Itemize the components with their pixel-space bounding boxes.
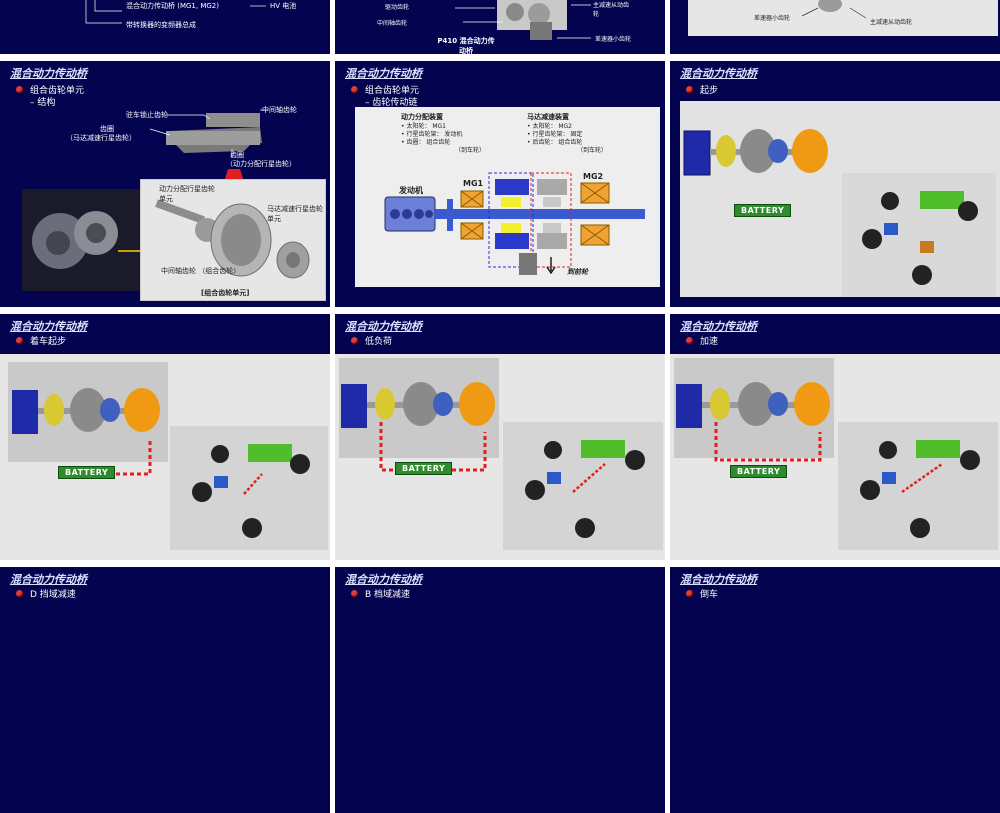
sub-item: – 结构 — [30, 98, 56, 108]
powertrain-image — [8, 362, 328, 550]
slide2-label-final: 主减速从动齿轮 — [593, 2, 630, 18]
power-split-sun: • 太阳轮： MG1 — [401, 123, 446, 130]
bullet-item: 加速 — [686, 334, 718, 347]
slide2-gear-image — [455, 0, 591, 40]
slide1-label-battery: HV 电池 — [270, 2, 297, 10]
slide-thumb-2[interactable]: 驱动齿轮 中间轴齿轮 主减速从动齿轮 差速器小齿轮 P410 混合动力传动桥 — [335, 0, 665, 54]
battery-badge: BATTERY — [730, 465, 788, 478]
slide3-label-final: 主减速从动齿轮 — [870, 19, 913, 26]
bullet-dot-icon — [16, 590, 23, 597]
power-split-carrier: • 行星齿轮架： 发动机 — [401, 131, 463, 138]
bullet-dot-icon — [686, 590, 693, 597]
bullet-item: 倒车 — [686, 587, 718, 600]
slide-thumb-11[interactable]: 混合动力传动桥 B 档域减速 — [335, 567, 665, 813]
motor-reduction-note: （到车轮） — [577, 147, 608, 154]
bullet-dot-icon — [686, 86, 693, 93]
slide-thumb-10[interactable]: 混合动力传动桥 D 挡域减速 — [0, 567, 330, 813]
slide-thumb-7[interactable]: 混合动力传动桥 着车起步 BATTERY — [0, 314, 330, 560]
gear-unit-drawing — [155, 199, 310, 279]
gear-train-diagram — [384, 172, 645, 275]
engine-label: 发动机 — [399, 186, 423, 195]
label-ring-gear: 齿圈 — [100, 125, 114, 133]
bullet-item: 低负荷 — [351, 334, 392, 347]
combined-gear-diagram — [22, 109, 268, 291]
bullet-item: 起步 — [686, 83, 718, 96]
powertrain-image — [674, 358, 998, 550]
front-wheel-label: 到前轮 — [567, 268, 588, 276]
label-motor-reduction-unit: 马达减速行星齿轮单元 — [267, 205, 323, 223]
slide-title: 混合动力传动桥 — [345, 320, 422, 333]
slide-thumb-5[interactable]: 混合动力传动桥 组合齿轮单元 – 齿轮传动链 — [335, 61, 665, 307]
slide-title: 混合动力传动桥 — [680, 573, 757, 586]
slide-title: 混合动力传动桥 — [680, 320, 757, 333]
bullet-item: D 挡域减速 — [16, 587, 76, 600]
power-split-ring: • 齿圈： 组合齿轮 — [401, 139, 451, 146]
bullet-item: B 档域减速 — [351, 587, 410, 600]
label-ring-gear-note: （马达减速行星齿轮） — [66, 134, 136, 142]
power-split-note: （到车轮） — [455, 147, 486, 154]
bullet-dot-icon — [16, 337, 23, 344]
slide1-label-inverter: 带转换器的变频器总成 — [126, 21, 196, 29]
powertrain-image — [683, 129, 996, 297]
label-ring-gear-2-note: （动力分配行星齿轮） — [226, 160, 296, 168]
slide-thumb-6[interactable]: 混合动力传动桥 起步 BATTERY — [670, 61, 1000, 307]
battery-badge: BATTERY — [58, 466, 116, 479]
bullet-item: 组合齿轮单元 — [351, 83, 419, 96]
mg1-label: MG1 — [463, 179, 484, 188]
slide-title: 混合动力传动桥 — [680, 67, 757, 80]
slide-title: 混合动力传动桥 — [10, 320, 87, 333]
slide3-gear-image — [801, 0, 867, 19]
slide3-image-panel — [688, 0, 998, 36]
slide-title: 混合动力传动桥 — [345, 67, 422, 80]
slide3-label-diffpinion: 差速器小齿轮 — [754, 15, 791, 22]
slide-thumb-9[interactable]: 混合动力传动桥 加速 BATTERY — [670, 314, 1000, 560]
slide-title: 混合动力传动桥 — [10, 67, 87, 80]
label-gear-unit: [组合齿轮单元] — [201, 289, 250, 297]
gear-train-diagram-panel: 动力分配装置 • 太阳轮： MG1 • 行星齿轮架： 发动机 • 齿圈： 组合齿… — [355, 107, 660, 287]
bullet-dot-icon — [351, 590, 358, 597]
motor-reduction-heading: 马达减速装置 — [527, 113, 569, 121]
mg2-label: MG2 — [583, 172, 604, 181]
power-split-heading: 动力分配装置 — [401, 113, 443, 121]
slide-thumb-1[interactable]: 混合动力传动桥 (MG1, MG2) HV 电池 带转换器的变频器总成 — [0, 0, 330, 54]
slide2-caption: P410 混合动力传动桥 — [437, 37, 495, 54]
motor-reduction-ring: • 后齿轮： 组合齿轮 — [527, 139, 583, 146]
bullet-dot-icon — [16, 86, 23, 93]
slide1-leader-lines — [85, 0, 266, 24]
slide1-label-transaxle: 混合动力传动桥 (MG1, MG2) — [126, 2, 219, 10]
slide2-label-drive: 驱动齿轮 — [385, 4, 410, 11]
slide-title: 混合动力传动桥 — [345, 573, 422, 586]
bullet-dot-icon — [351, 86, 358, 93]
slide-title: 混合动力传动桥 — [10, 573, 87, 586]
label-counter-drive: 中间轴齿轮 （组合齿轮） — [161, 267, 241, 275]
bullet-dot-icon — [351, 337, 358, 344]
bullet-item: 着车起步 — [16, 334, 66, 347]
slide-thumb-4[interactable]: 混合动力传动桥 组合齿轮单元 – 结构 驻车锁止齿轮 中间轴齿轮 齿圈 （马达减… — [0, 61, 330, 307]
label-counter-gear: 中间轴齿轮 — [262, 106, 297, 114]
battery-badge: BATTERY — [734, 204, 792, 217]
slide2-label-diffpinion: 差速器小齿轮 — [595, 36, 632, 43]
bullet-dot-icon — [686, 337, 693, 344]
label-power-split-unit: 动力分配行星齿轮 单元 — [159, 185, 215, 203]
slide-thumb-8[interactable]: 混合动力传动桥 低负荷 BATTERY — [335, 314, 665, 560]
powertrain-image — [339, 358, 663, 550]
slide2-label-counter: 中间轴齿轮 — [377, 20, 408, 27]
bullet-item: 组合齿轮单元 — [16, 83, 84, 96]
motor-reduction-carrier: • 行星齿轮架： 固定 — [527, 131, 583, 138]
sub-item: – 齿轮传动链 — [365, 98, 418, 108]
motor-reduction-sun: • 太阳轮： MG2 — [527, 123, 572, 130]
slide-thumb-12[interactable]: 混合动力传动桥 倒车 — [670, 567, 1000, 813]
slide-thumb-3[interactable]: 差速器小齿轮 主减速从动齿轮 — [670, 0, 1000, 54]
battery-badge: BATTERY — [395, 462, 453, 475]
gear-unit-inset: 动力分配行星齿轮 单元 马达减速行星齿轮单元 中间轴齿轮 （组合齿轮） [组合齿… — [140, 179, 326, 301]
label-ring-gear-2: 齿圈 — [230, 151, 244, 159]
label-park-gear: 驻车锁止齿轮 — [126, 111, 168, 119]
